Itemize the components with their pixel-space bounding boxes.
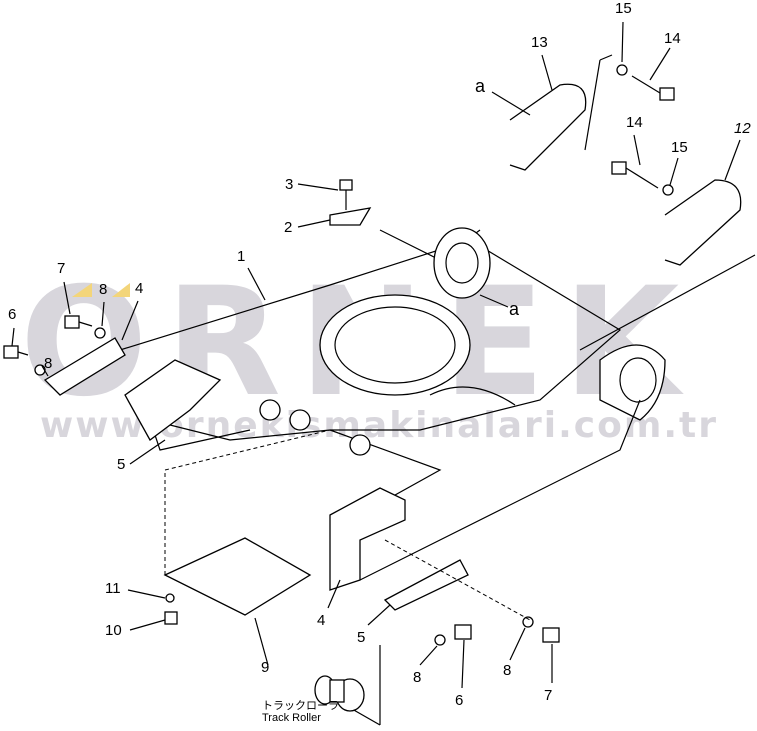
callout-1: 1 — [237, 248, 246, 265]
callout-9: 9 — [261, 659, 270, 676]
callout-15: 15 — [615, 0, 632, 17]
marker — [72, 283, 92, 297]
callout-14: 14 — [664, 30, 681, 47]
callout-10: 10 — [105, 622, 122, 639]
track-roller-label: Track Roller — [262, 712, 321, 724]
callout-8: 8 — [503, 662, 512, 679]
cover-9 — [163, 537, 312, 616]
callout-8: 8 — [99, 281, 108, 298]
guard-12 — [664, 179, 742, 266]
bolts — [3, 64, 675, 646]
callout-a: a — [475, 76, 486, 96]
callout-8: 8 — [413, 669, 422, 686]
callout-6: 6 — [8, 306, 17, 323]
callout-13: 13 — [531, 34, 548, 51]
callout-5: 5 — [117, 456, 126, 473]
guard-13 — [509, 83, 587, 171]
callout-a: a — [509, 299, 520, 319]
track-frame — [119, 227, 666, 591]
track-roller-icon — [314, 675, 365, 712]
marker — [112, 283, 130, 297]
callout-2: 2 — [284, 219, 293, 236]
plate-4-right — [383, 559, 469, 611]
callout-4: 4 — [135, 280, 144, 297]
track-roller-label-jp: トラックローラ — [262, 700, 339, 712]
callout-4: 4 — [317, 612, 326, 629]
callout-3: 3 — [285, 176, 294, 193]
callout-8: 8 — [44, 355, 53, 372]
callout-14: 14 — [626, 114, 643, 131]
callout-15: 15 — [671, 139, 688, 156]
callout-11: 11 — [105, 580, 121, 597]
leader-lines — [11, 21, 756, 726]
callout-7: 7 — [544, 687, 553, 704]
callout-7: 7 — [57, 260, 66, 277]
callout-6: 6 — [455, 692, 464, 709]
callout-5: 5 — [357, 629, 366, 646]
callout-12: 12 — [734, 120, 751, 137]
plate-4-left — [43, 337, 126, 396]
